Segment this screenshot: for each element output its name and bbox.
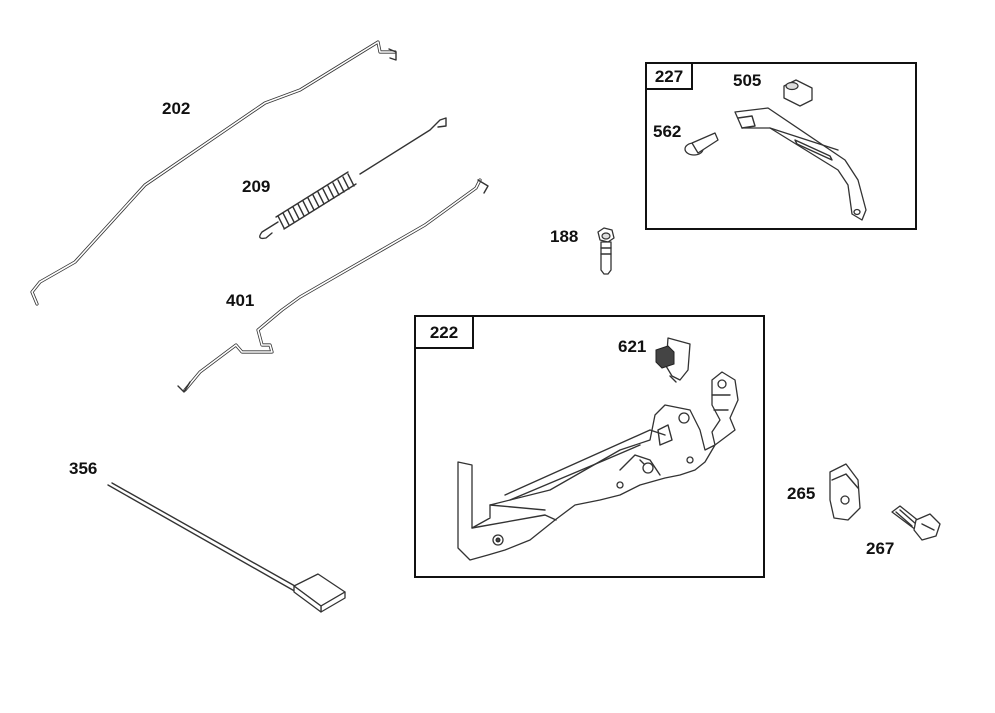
part-label-505: 505 bbox=[733, 71, 762, 90]
bolt-188 bbox=[597, 227, 615, 275]
part-label-202: 202 bbox=[162, 99, 191, 118]
clip-621 bbox=[655, 337, 691, 383]
assembly-box-222 bbox=[414, 315, 765, 578]
cable-356 bbox=[107, 482, 346, 613]
assembly-box-227 bbox=[645, 62, 917, 230]
bracket-222 bbox=[457, 371, 739, 561]
part-label-562: 562 bbox=[653, 122, 682, 141]
pin-562 bbox=[684, 132, 719, 156]
assembly-tag-227: 227 bbox=[645, 62, 693, 90]
part-label-401: 401 bbox=[226, 291, 255, 310]
part-label-209: 209 bbox=[242, 177, 271, 196]
spring-209 bbox=[259, 117, 447, 240]
screw-267 bbox=[891, 505, 941, 541]
lever-227 bbox=[734, 107, 867, 221]
rod-202 bbox=[30, 40, 397, 306]
part-label-265: 265 bbox=[787, 484, 816, 503]
part-label-621: 621 bbox=[618, 337, 647, 356]
assembly-tag-222: 222 bbox=[414, 315, 474, 349]
rod-401 bbox=[177, 178, 489, 393]
part-label-356: 356 bbox=[69, 459, 98, 478]
spacer-505 bbox=[783, 79, 813, 107]
clamp-265 bbox=[829, 463, 861, 521]
part-label-267: 267 bbox=[866, 539, 895, 558]
part-label-188: 188 bbox=[550, 227, 579, 246]
